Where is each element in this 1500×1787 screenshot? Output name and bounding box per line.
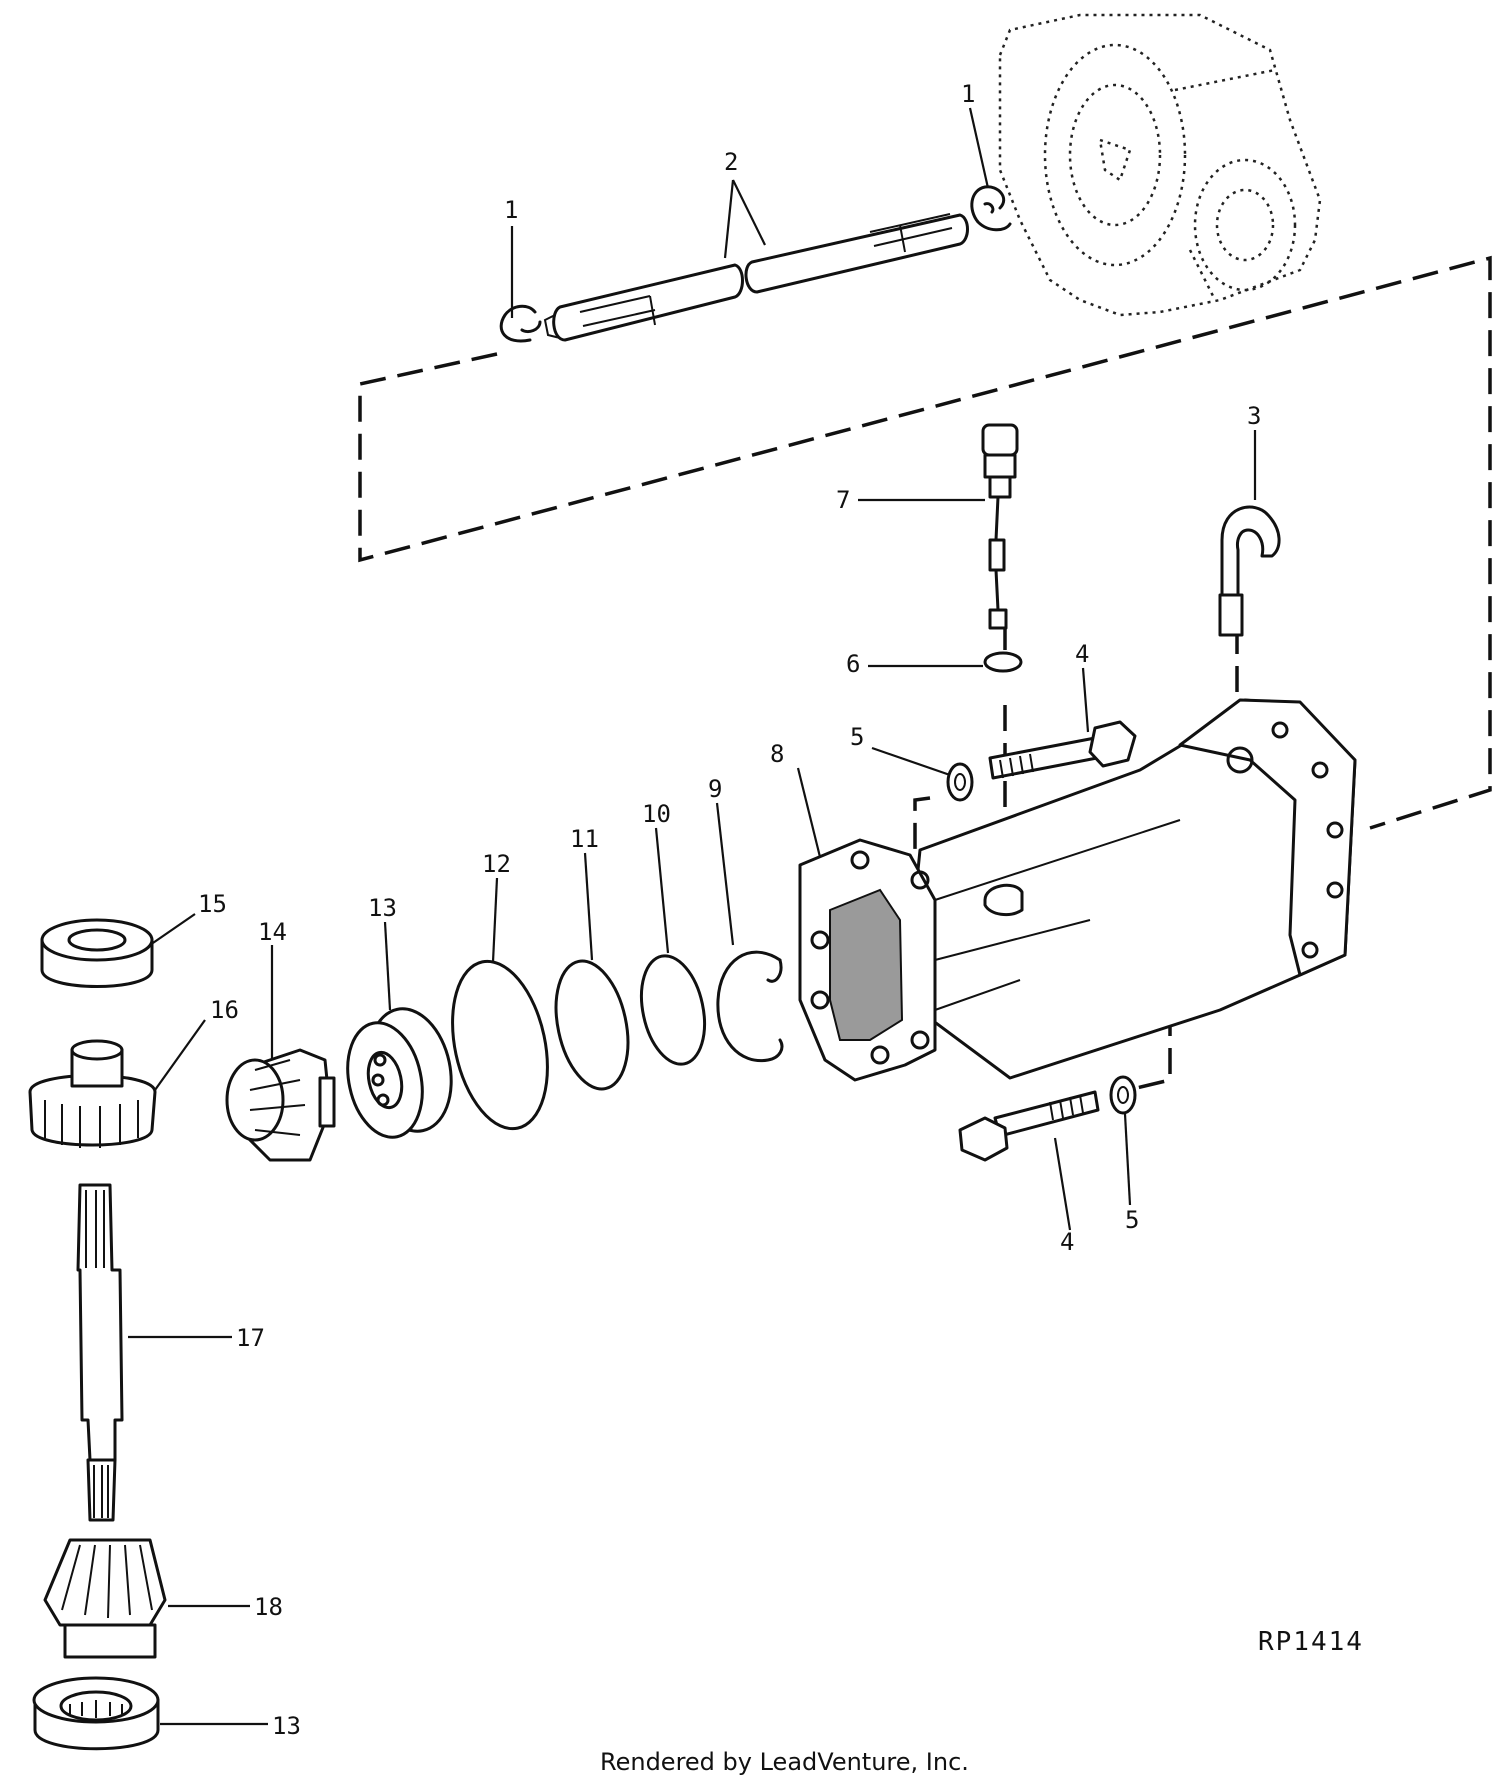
snap-ring-right: [970, 185, 1012, 232]
callout-17: 17: [236, 1324, 265, 1352]
bearing-13-lower: [32, 1676, 160, 1751]
callout-4-bottom: 4: [1060, 1228, 1074, 1256]
o-ring: [983, 651, 1023, 673]
gear-16: [28, 1039, 157, 1148]
callout-13-lower: 13: [272, 1712, 301, 1740]
transmission-case-outline: [998, 13, 1322, 317]
shaft-right: [744, 213, 969, 294]
bevel-gear-18: [43, 1538, 167, 1659]
callout-9: 9: [708, 775, 722, 803]
ring-10: [640, 954, 706, 1066]
callout-labels: 1 1 2 3 4 4 5 5 6 7 8 9 10 11 12 13 13 1…: [198, 80, 1261, 1740]
callout-6: 6: [846, 650, 860, 678]
bevel-pinion-14: [225, 1048, 336, 1162]
callout-3: 3: [1247, 402, 1261, 430]
lock-washer-bottom: [1109, 1075, 1137, 1115]
callout-10: 10: [642, 800, 671, 828]
shaft-left: [543, 263, 744, 342]
callout-16: 16: [210, 996, 239, 1024]
axle-housing: [798, 698, 1357, 1082]
bearing-13-upper: [346, 1007, 453, 1139]
callout-2: 2: [724, 148, 738, 176]
callout-12: 12: [482, 850, 511, 878]
dipstick: [981, 423, 1019, 630]
lock-washer-top: [946, 762, 974, 802]
snap-ring-left: [499, 304, 542, 343]
callout-15: 15: [198, 890, 227, 918]
figure-code: RP1414: [1258, 1627, 1364, 1657]
callout-11: 11: [570, 825, 599, 853]
callout-1-right: 1: [961, 80, 975, 108]
render-credit: Rendered by LeadVenture, Inc.: [600, 1748, 969, 1776]
snap-ring-9: [716, 950, 784, 1063]
bolt-top: [988, 720, 1137, 780]
bearing-15: [40, 918, 154, 988]
callout-7: 7: [836, 486, 850, 514]
bolt-bottom: [958, 1090, 1100, 1162]
callout-13-upper: 13: [368, 894, 397, 922]
callout-14: 14: [258, 918, 287, 946]
ring-12: [451, 959, 549, 1131]
callout-1-left: 1: [504, 196, 518, 224]
callout-5-bottom: 5: [1125, 1206, 1139, 1234]
ring-11: [554, 959, 630, 1091]
callout-4-top: 4: [1075, 640, 1089, 668]
callout-8: 8: [770, 740, 784, 768]
callout-5-top: 5: [850, 723, 864, 751]
leader-lines: [128, 107, 1257, 1726]
callout-18: 18: [254, 1593, 283, 1621]
vent-tube: [1218, 505, 1281, 637]
shaft-17: [76, 1183, 124, 1522]
